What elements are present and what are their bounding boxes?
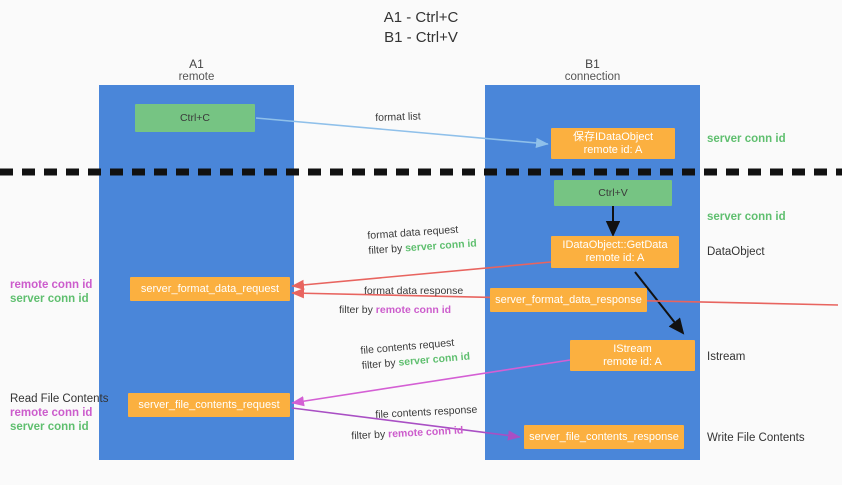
node-save-idataobject-label: 保存IDataObject <box>572 130 654 143</box>
lane-header-b1: B1 connection <box>485 58 700 84</box>
edge-label-format-list: format list <box>375 110 421 124</box>
lane-header-b1-title: B1 <box>585 57 600 71</box>
lane-header-a1-subtitle: remote <box>178 71 215 83</box>
annotation-dataobject: DataObject <box>707 246 765 258</box>
annotation-left-read-file-contents: Read File Contents remote conn id server… <box>10 392 108 434</box>
node-save-idataobject-sub: remote id: A <box>583 143 643 156</box>
edge-label-format-data-response-filter: filter by remote conn id <box>339 304 463 316</box>
annotation-write-file-contents: Write File Contents <box>707 432 805 444</box>
title-line-2: B1 - Ctrl+V <box>384 29 458 46</box>
node-server-file-contents-request[interactable]: server_file_contents_request <box>128 393 290 417</box>
node-idataobject-getdata[interactable]: IDataObject::GetData remote id: A <box>551 236 679 268</box>
node-istream-sub: remote id: A <box>603 355 662 368</box>
node-server-format-data-response[interactable]: server_format_data_response <box>490 288 647 312</box>
node-server-format-data-response-label: server_format_data_response <box>495 293 642 306</box>
filter-prefix: filter by <box>368 242 403 257</box>
node-server-file-contents-response-label: server_file_contents_response <box>529 430 679 443</box>
node-ctrl-v[interactable]: Ctrl+V <box>554 180 672 206</box>
edge-label-format-list-text: format list <box>375 110 421 124</box>
annotation-left-conn-ids-2-server: server conn id <box>10 421 89 433</box>
lane-header-a1-title: A1 <box>189 57 204 71</box>
node-istream[interactable]: IStream remote id: A <box>570 340 695 371</box>
filter-value-remote-conn-id: remote conn id <box>375 304 452 316</box>
arrow-format-data-request <box>291 261 552 290</box>
edge-label-format-data-response: format data response filter by remote co… <box>339 285 464 316</box>
annotation-server-conn-id-top: server conn id <box>707 133 786 145</box>
arrow-file-contents-request <box>291 359 571 407</box>
annotation-server-conn-id-second: server conn id <box>707 211 786 223</box>
node-istream-label: IStream <box>613 342 652 355</box>
edge-label-file-contents-response: file contents response filter by remote … <box>351 404 479 443</box>
arrow-file-contents-response <box>291 407 521 441</box>
title-line-1: A1 - Ctrl+C <box>383 9 459 26</box>
annotation-istream: Istream <box>707 351 746 363</box>
filter-prefix: filter by <box>351 428 386 443</box>
filter-prefix: filter by <box>339 304 373 316</box>
diagram-title: A1 - Ctrl+C B1 - Ctrl+V <box>0 8 842 48</box>
node-server-format-data-request[interactable]: server_format_data_request <box>130 277 290 301</box>
annotation-left-conn-ids-2-remote: remote conn id <box>10 407 93 419</box>
edge-label-format-data-response-text: format data response <box>364 285 464 297</box>
node-ctrl-c[interactable]: Ctrl+C <box>135 104 255 132</box>
lane-header-a1: A1 remote <box>99 58 294 84</box>
annotation-left-conn-ids-1-server: server conn id <box>10 293 89 305</box>
annotation-read-file-contents-title: Read File Contents <box>10 393 109 405</box>
node-server-file-contents-request-label: server_file_contents_request <box>138 398 280 411</box>
node-idataobject-getdata-sub: remote id: A <box>585 252 645 264</box>
node-ctrl-v-label: Ctrl+V <box>598 186 628 199</box>
node-save-idataobject[interactable]: 保存IDataObject remote id: A <box>551 128 675 159</box>
lane-header-b1-subtitle: connection <box>564 71 621 83</box>
node-server-file-contents-response[interactable]: server_file_contents_response <box>524 425 684 449</box>
node-ctrl-c-label: Ctrl+C <box>179 111 211 124</box>
node-idataobject-getdata-label: IDataObject::GetData <box>562 239 668 251</box>
arrow-getdata-to-istream <box>634 271 685 335</box>
annotation-left-conn-ids-1-remote: remote conn id <box>10 279 93 291</box>
node-server-format-data-request-label: server_format_data_request <box>140 282 280 295</box>
annotation-left-conn-ids-1: remote conn id server conn id <box>10 278 92 306</box>
arrow-format-list <box>255 117 549 149</box>
